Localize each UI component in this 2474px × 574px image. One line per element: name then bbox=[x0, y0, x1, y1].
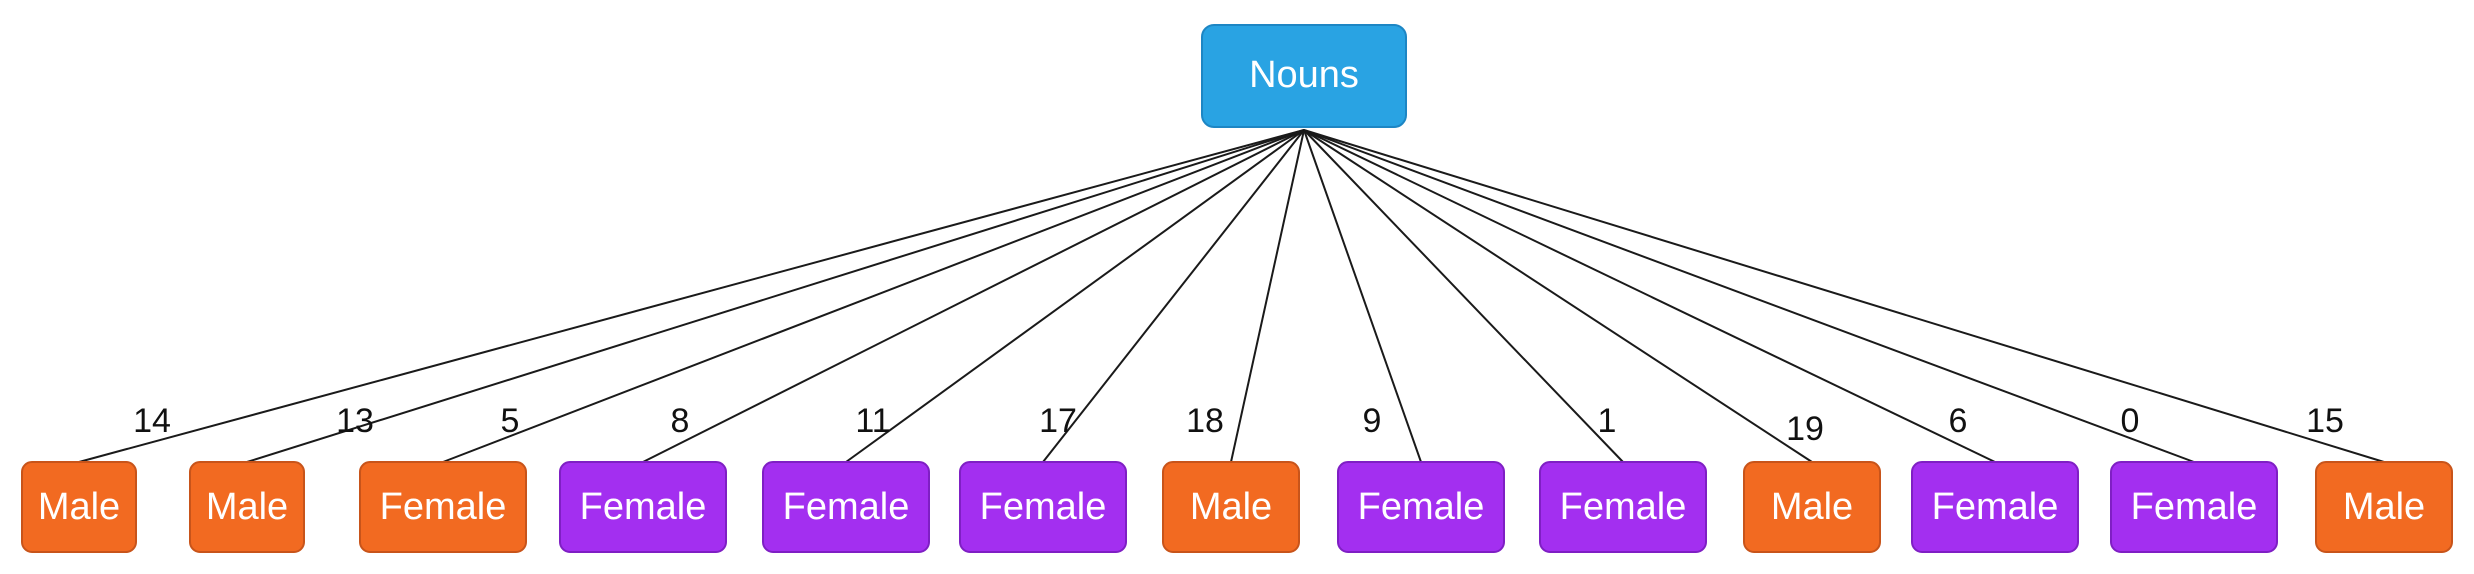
child-node-label: Female bbox=[1932, 486, 2059, 528]
child-node-label: Male bbox=[38, 486, 120, 528]
child-node-box bbox=[1539, 461, 1707, 553]
root-node-box bbox=[1201, 24, 1407, 128]
edge-line bbox=[1042, 129, 1305, 463]
child-node-label: Female bbox=[1358, 486, 1485, 528]
edge-weight-label: 0 bbox=[2121, 402, 2140, 440]
edge-line bbox=[1230, 129, 1305, 463]
edge-label-group: 14 13 5 8 11 17 18 9 1 19 6 0 15 bbox=[133, 402, 2344, 448]
child-node-female[interactable]: Female bbox=[1911, 461, 2079, 553]
edge-line bbox=[78, 129, 1305, 463]
child-node-label: Female bbox=[783, 486, 910, 528]
child-node-label: Male bbox=[1190, 486, 1272, 528]
edge-line bbox=[1303, 129, 1422, 463]
child-node-box bbox=[359, 461, 527, 553]
child-node-box bbox=[959, 461, 1127, 553]
edge-weight-label: 18 bbox=[1186, 402, 1224, 440]
child-node-male[interactable]: Male bbox=[1162, 461, 1300, 553]
child-node-label: Male bbox=[206, 486, 288, 528]
child-node-box bbox=[189, 461, 305, 553]
child-node-label: Female bbox=[980, 486, 1107, 528]
edge-line bbox=[246, 129, 1305, 463]
child-node-box bbox=[559, 461, 727, 553]
child-node-box bbox=[1743, 461, 1881, 553]
edge-line bbox=[1303, 129, 2385, 463]
edge-weight-label: 9 bbox=[1363, 402, 1382, 440]
child-node-group: Male Male Female Female Female Female Male Fema… bbox=[21, 461, 2453, 553]
edge-line bbox=[442, 129, 1305, 463]
child-node-box bbox=[1162, 461, 1300, 553]
child-node-label: Female bbox=[2131, 486, 2258, 528]
edge-weight-label: 1 bbox=[1598, 402, 1617, 440]
edge-weight-label: 5 bbox=[501, 402, 520, 440]
child-node-box bbox=[1337, 461, 1505, 553]
edge-weight-label: 13 bbox=[336, 402, 374, 440]
edge-group bbox=[78, 129, 2385, 463]
child-node-female[interactable]: Female bbox=[1539, 461, 1707, 553]
root-node[interactable]: Nouns bbox=[1201, 24, 1407, 128]
child-node-label: Male bbox=[1771, 486, 1853, 528]
edge-weight-label: 15 bbox=[2306, 402, 2344, 440]
edge-line bbox=[1303, 129, 1996, 463]
child-node-female[interactable]: Female bbox=[1337, 461, 1505, 553]
child-node-female[interactable]: Female bbox=[2110, 461, 2278, 553]
edge-weight-label: 11 bbox=[855, 402, 890, 440]
child-node-label: Female bbox=[580, 486, 707, 528]
edge-line bbox=[845, 129, 1305, 463]
edge-line bbox=[1303, 129, 1624, 463]
edge-weight-label: 19 bbox=[1786, 410, 1824, 448]
edge-line bbox=[1303, 129, 1813, 463]
child-node-box bbox=[2315, 461, 2453, 553]
child-node-label: Male bbox=[2343, 486, 2425, 528]
child-node-female[interactable]: Female bbox=[959, 461, 1127, 553]
child-node-box bbox=[2110, 461, 2278, 553]
child-node-female[interactable]: Female bbox=[762, 461, 930, 553]
root-node-label: Nouns bbox=[1249, 54, 1359, 96]
edge-weight-label: 6 bbox=[1949, 402, 1968, 440]
edge-weight-label: 8 bbox=[671, 402, 690, 440]
child-node-box bbox=[1911, 461, 2079, 553]
child-node-label: Female bbox=[1560, 486, 1687, 528]
edge-weight-label: 17 bbox=[1039, 402, 1077, 440]
child-node-male[interactable]: Male bbox=[1743, 461, 1881, 553]
edge-weight-label: 14 bbox=[133, 402, 171, 440]
child-node-box bbox=[762, 461, 930, 553]
child-node-male[interactable]: Male bbox=[189, 461, 305, 553]
child-node-male[interactable]: Female bbox=[359, 461, 527, 553]
child-node-label: Female bbox=[380, 486, 507, 528]
child-node-male[interactable]: Male bbox=[21, 461, 137, 553]
child-node-male[interactable]: Male bbox=[2315, 461, 2453, 553]
child-node-box bbox=[21, 461, 137, 553]
edge-line bbox=[642, 129, 1305, 463]
edge-line bbox=[1303, 129, 2195, 463]
child-node-female[interactable]: Female bbox=[559, 461, 727, 553]
